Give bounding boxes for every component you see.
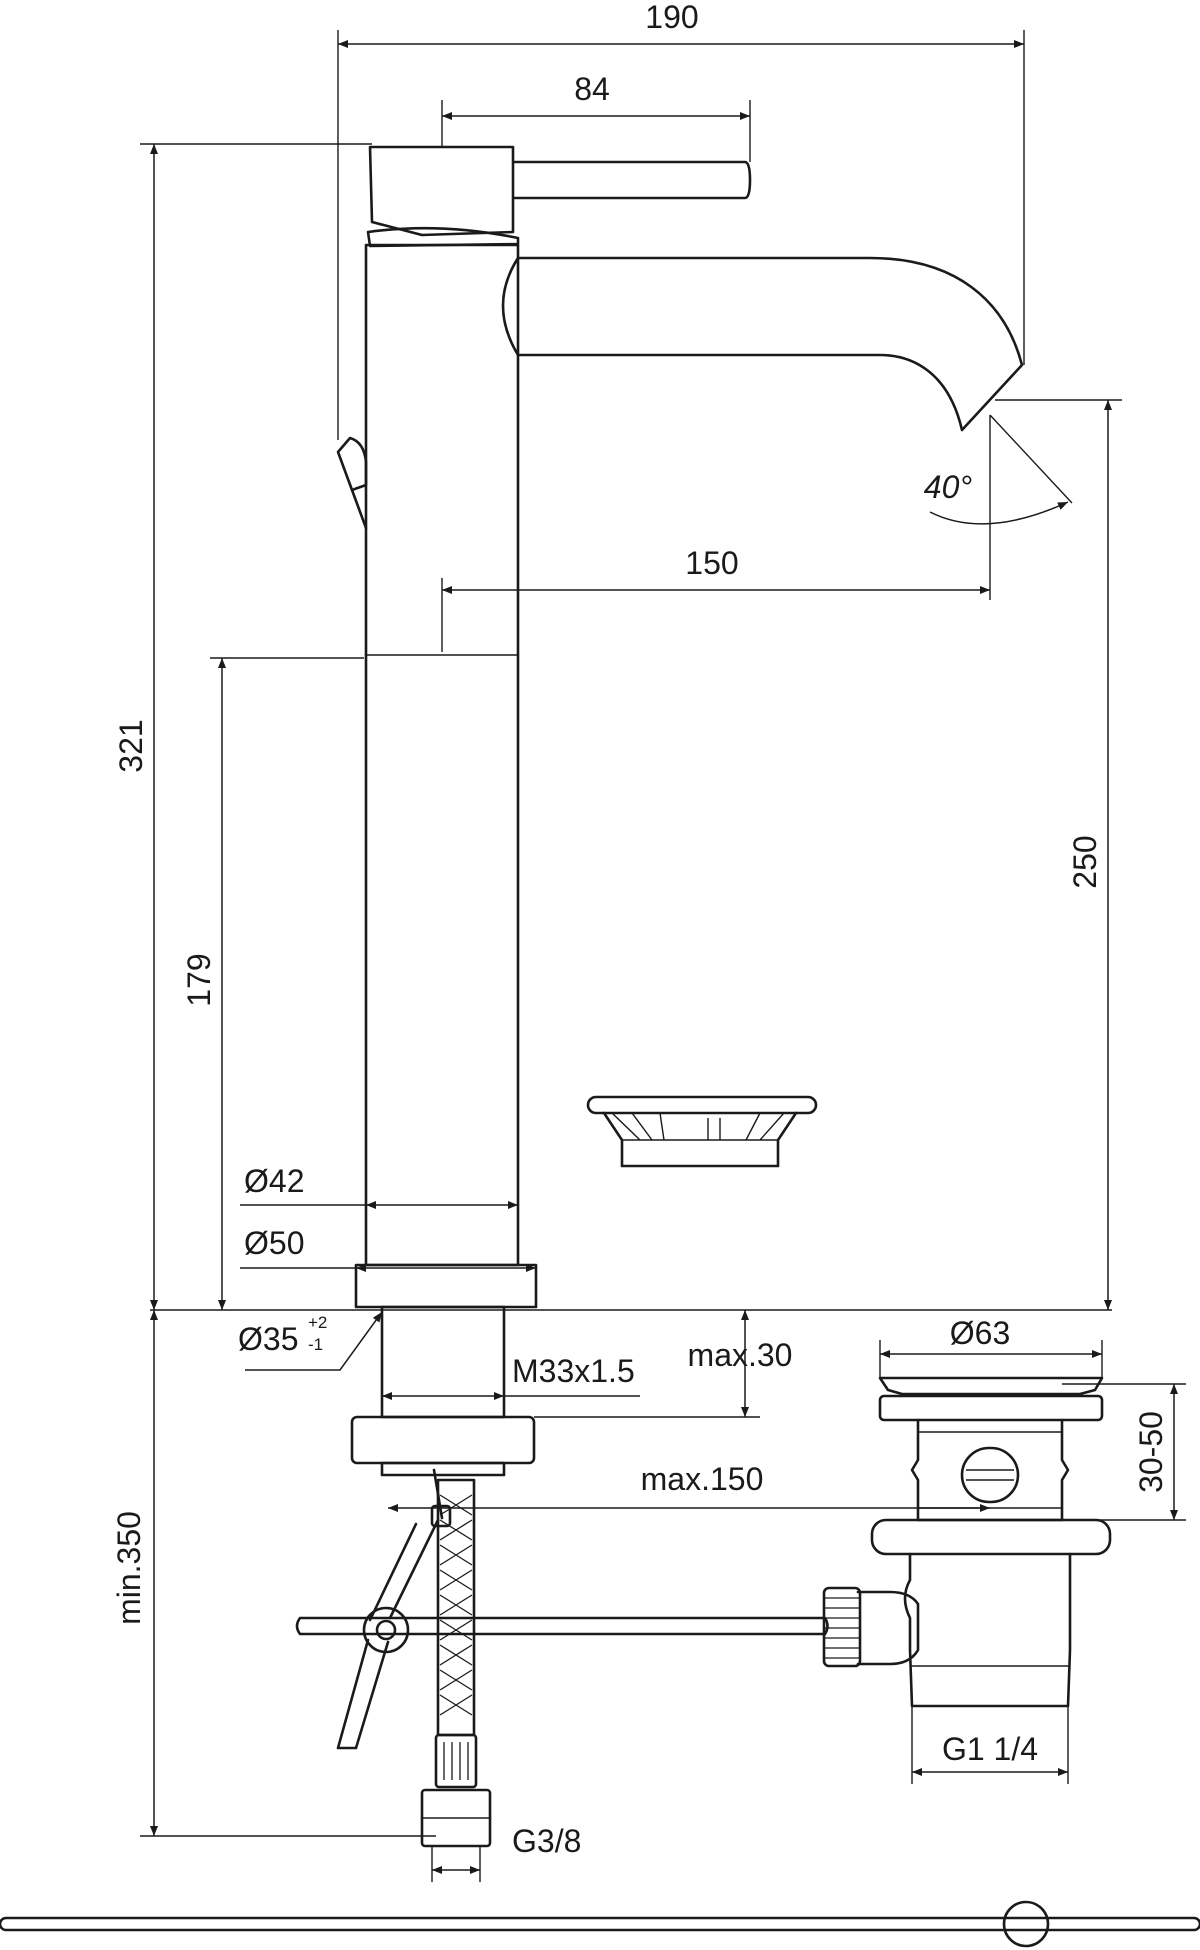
popup-rod bbox=[350, 488, 368, 530]
dim-label-179: 179 bbox=[181, 953, 217, 1006]
threaded-shank bbox=[380, 1305, 506, 1419]
dim-label-angle: 40° bbox=[924, 469, 973, 505]
spout bbox=[516, 256, 1024, 432]
dim-deck-thickness: max.30 bbox=[534, 1310, 793, 1418]
dim-label-g114: G1 1/4 bbox=[942, 1731, 1038, 1767]
waste-tailpiece bbox=[903, 1552, 1072, 1708]
hose-crimp bbox=[434, 1733, 478, 1789]
dim-label-250: 250 bbox=[1067, 835, 1103, 888]
base-flange bbox=[354, 1263, 538, 1309]
dim-label-30-50: 30-50 bbox=[1133, 1411, 1169, 1493]
waste-connector-nut bbox=[822, 1586, 862, 1668]
lever-handle bbox=[368, 145, 752, 237]
dim-label-321: 321 bbox=[113, 719, 149, 772]
waste-valve bbox=[822, 1376, 1112, 1708]
dim-total-width: 190 bbox=[337, 0, 1025, 440]
fixing-washer bbox=[350, 1415, 536, 1465]
dim-waste-thread: G1 1/4 bbox=[911, 1706, 1069, 1784]
waste-flange bbox=[878, 1394, 1104, 1422]
dim-label-thread: M33x1.5 bbox=[512, 1353, 635, 1389]
floor-rail bbox=[0, 1900, 1200, 1948]
dim-body-height: 179 bbox=[181, 657, 364, 1310]
dim-below-deck: min.350 bbox=[111, 1310, 436, 1837]
flexible-hose bbox=[420, 1478, 492, 1848]
dim-label-150: 150 bbox=[685, 545, 738, 581]
dim-hole-diameter: Ø35 +2 -1 bbox=[238, 1311, 383, 1371]
faucet bbox=[295, 145, 1024, 1848]
waste-nut bbox=[870, 1518, 1112, 1556]
waste-slot bbox=[960, 1446, 1020, 1504]
rod-pivot bbox=[362, 1606, 410, 1654]
dim-total-height: 321 bbox=[113, 143, 372, 1310]
dim-label-max30: max.30 bbox=[688, 1337, 793, 1373]
dim-label-84: 84 bbox=[574, 71, 610, 107]
dim-rod-reach: max.150 bbox=[388, 1461, 990, 1512]
popup-linkage bbox=[336, 1518, 440, 1750]
dim-label-63: Ø63 bbox=[950, 1315, 1010, 1351]
faucet-body bbox=[364, 243, 520, 1267]
dim-spout-angle: 40° bbox=[924, 414, 1073, 525]
dim-label-35-tol-minus: -1 bbox=[308, 1335, 323, 1354]
spout-collar bbox=[501, 256, 520, 357]
dim-label-min350: min.350 bbox=[111, 1511, 147, 1625]
dim-body-diameter: Ø42 bbox=[240, 1163, 518, 1209]
dim-hose-thread: G3/8 bbox=[431, 1823, 581, 1882]
dim-spout-height: 250 bbox=[995, 399, 1122, 1310]
dim-label-35-tol-plus: +2 bbox=[308, 1313, 327, 1332]
dim-label-42: Ø42 bbox=[244, 1163, 304, 1199]
waste-cap bbox=[878, 1376, 1104, 1396]
aerator-insert bbox=[586, 1095, 818, 1168]
dim-label-35: Ø35 bbox=[238, 1321, 298, 1357]
fixing-nut bbox=[380, 1461, 506, 1477]
dim-base-diameter: Ø50 bbox=[240, 1225, 536, 1272]
dim-waste-diameter: Ø63 bbox=[879, 1315, 1103, 1378]
dim-label-g38: G3/8 bbox=[512, 1823, 581, 1859]
dim-label-50: Ø50 bbox=[244, 1225, 304, 1261]
waste-side-connector bbox=[856, 1590, 920, 1666]
popup-knob bbox=[336, 436, 368, 492]
dim-thread: M33x1.5 bbox=[382, 1353, 640, 1400]
dim-spout-projection: 150 bbox=[441, 415, 991, 652]
dim-waste-range: 30-50 bbox=[1062, 1383, 1186, 1521]
dim-handle-length: 84 bbox=[441, 71, 751, 162]
dim-label-max150: max.150 bbox=[641, 1461, 764, 1497]
cartridge-cap bbox=[366, 226, 520, 248]
dim-label-190: 190 bbox=[645, 0, 698, 35]
